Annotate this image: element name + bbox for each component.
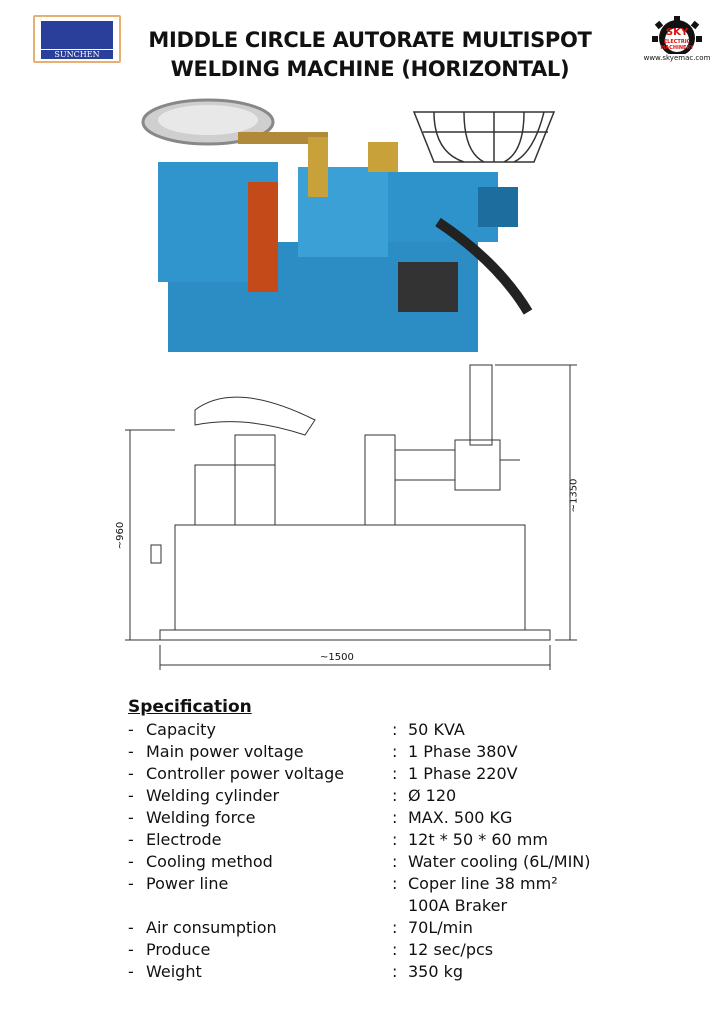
bullet-dash: - [128,962,134,981]
spec-value: Coper line 38 mm² [408,874,558,893]
spec-colon: : [392,830,398,849]
bullet-dash: - [128,720,134,739]
spec-label: Power line [146,874,229,893]
spec-label: Produce [146,940,211,959]
dimension-total-height: ~1350 [568,478,580,513]
svg-text:SKY: SKY [666,27,689,38]
svg-text:MACHINERY: MACHINERY [660,45,694,51]
bullet-dash: - [128,852,134,871]
bullet-dash: - [128,918,134,937]
spec-colon: : [392,874,398,893]
spec-value: 12t * 50 * 60 mm [408,830,548,849]
machine-photo [138,92,562,352]
bullet-dash: - [128,786,134,805]
specification-title: Specification [128,697,252,717]
spec-label: Cooling method [146,852,273,871]
spec-value: 350 kg [408,962,464,981]
spec-label: Weight [146,962,202,981]
page-title-line2: WELDING MACHINE (HORIZONTAL) [170,57,570,81]
spec-label: Electrode [146,830,222,849]
spec-colon: : [392,808,398,827]
sky-electric-logo: SKY ELECTRIC MACHINERY www.skyemac.com [632,14,722,64]
spec-value: 70L/min [408,918,473,937]
spec-colon: : [392,764,398,783]
bullet-dash: - [128,874,134,893]
bullet-dash: - [128,764,134,783]
spec-value: 1 Phase 220V [408,764,518,783]
spec-colon: : [392,918,398,937]
spec-colon: : [392,940,398,959]
spec-label: Welding force [146,808,256,827]
spec-colon: : [392,852,398,871]
bullet-dash: - [128,940,134,959]
page-title-line1: MIDDLE CIRCLE AUTORATE MULTISPOT [148,28,592,52]
spec-value: 12 sec/pcs [408,940,494,959]
spec-colon: : [392,742,398,761]
spec-value: Ø 120 [408,786,457,805]
bullet-dash: - [128,808,134,827]
svg-text:ELECTRIC: ELECTRIC [664,39,691,45]
spec-value: 100A Braker [408,896,508,915]
spec-label: Capacity [146,720,216,739]
spec-value: 1 Phase 380V [408,742,518,761]
technical-drawing: ~960 ~1500 ~1350 [115,355,605,685]
dimension-width: ~1500 [320,652,354,663]
sunchen-logo: SUNCHEN [33,15,121,63]
dimension-height: ~960 [115,521,127,550]
bullet-dash: - [128,742,134,761]
spec-colon: : [392,962,398,981]
bullet-dash: - [128,830,134,849]
spec-label: Air consumption [146,918,277,937]
spec-value: 50 KVA [408,720,465,739]
spec-colon: : [392,786,398,805]
spec-label: Controller power voltage [146,764,345,783]
spec-value: Water cooling (6L/MIN) [408,852,591,871]
spec-label: Welding cylinder [146,786,280,805]
spec-value: MAX. 500 KG [408,808,513,827]
spec-label: Main power voltage [146,742,304,761]
spec-colon: : [392,720,398,739]
